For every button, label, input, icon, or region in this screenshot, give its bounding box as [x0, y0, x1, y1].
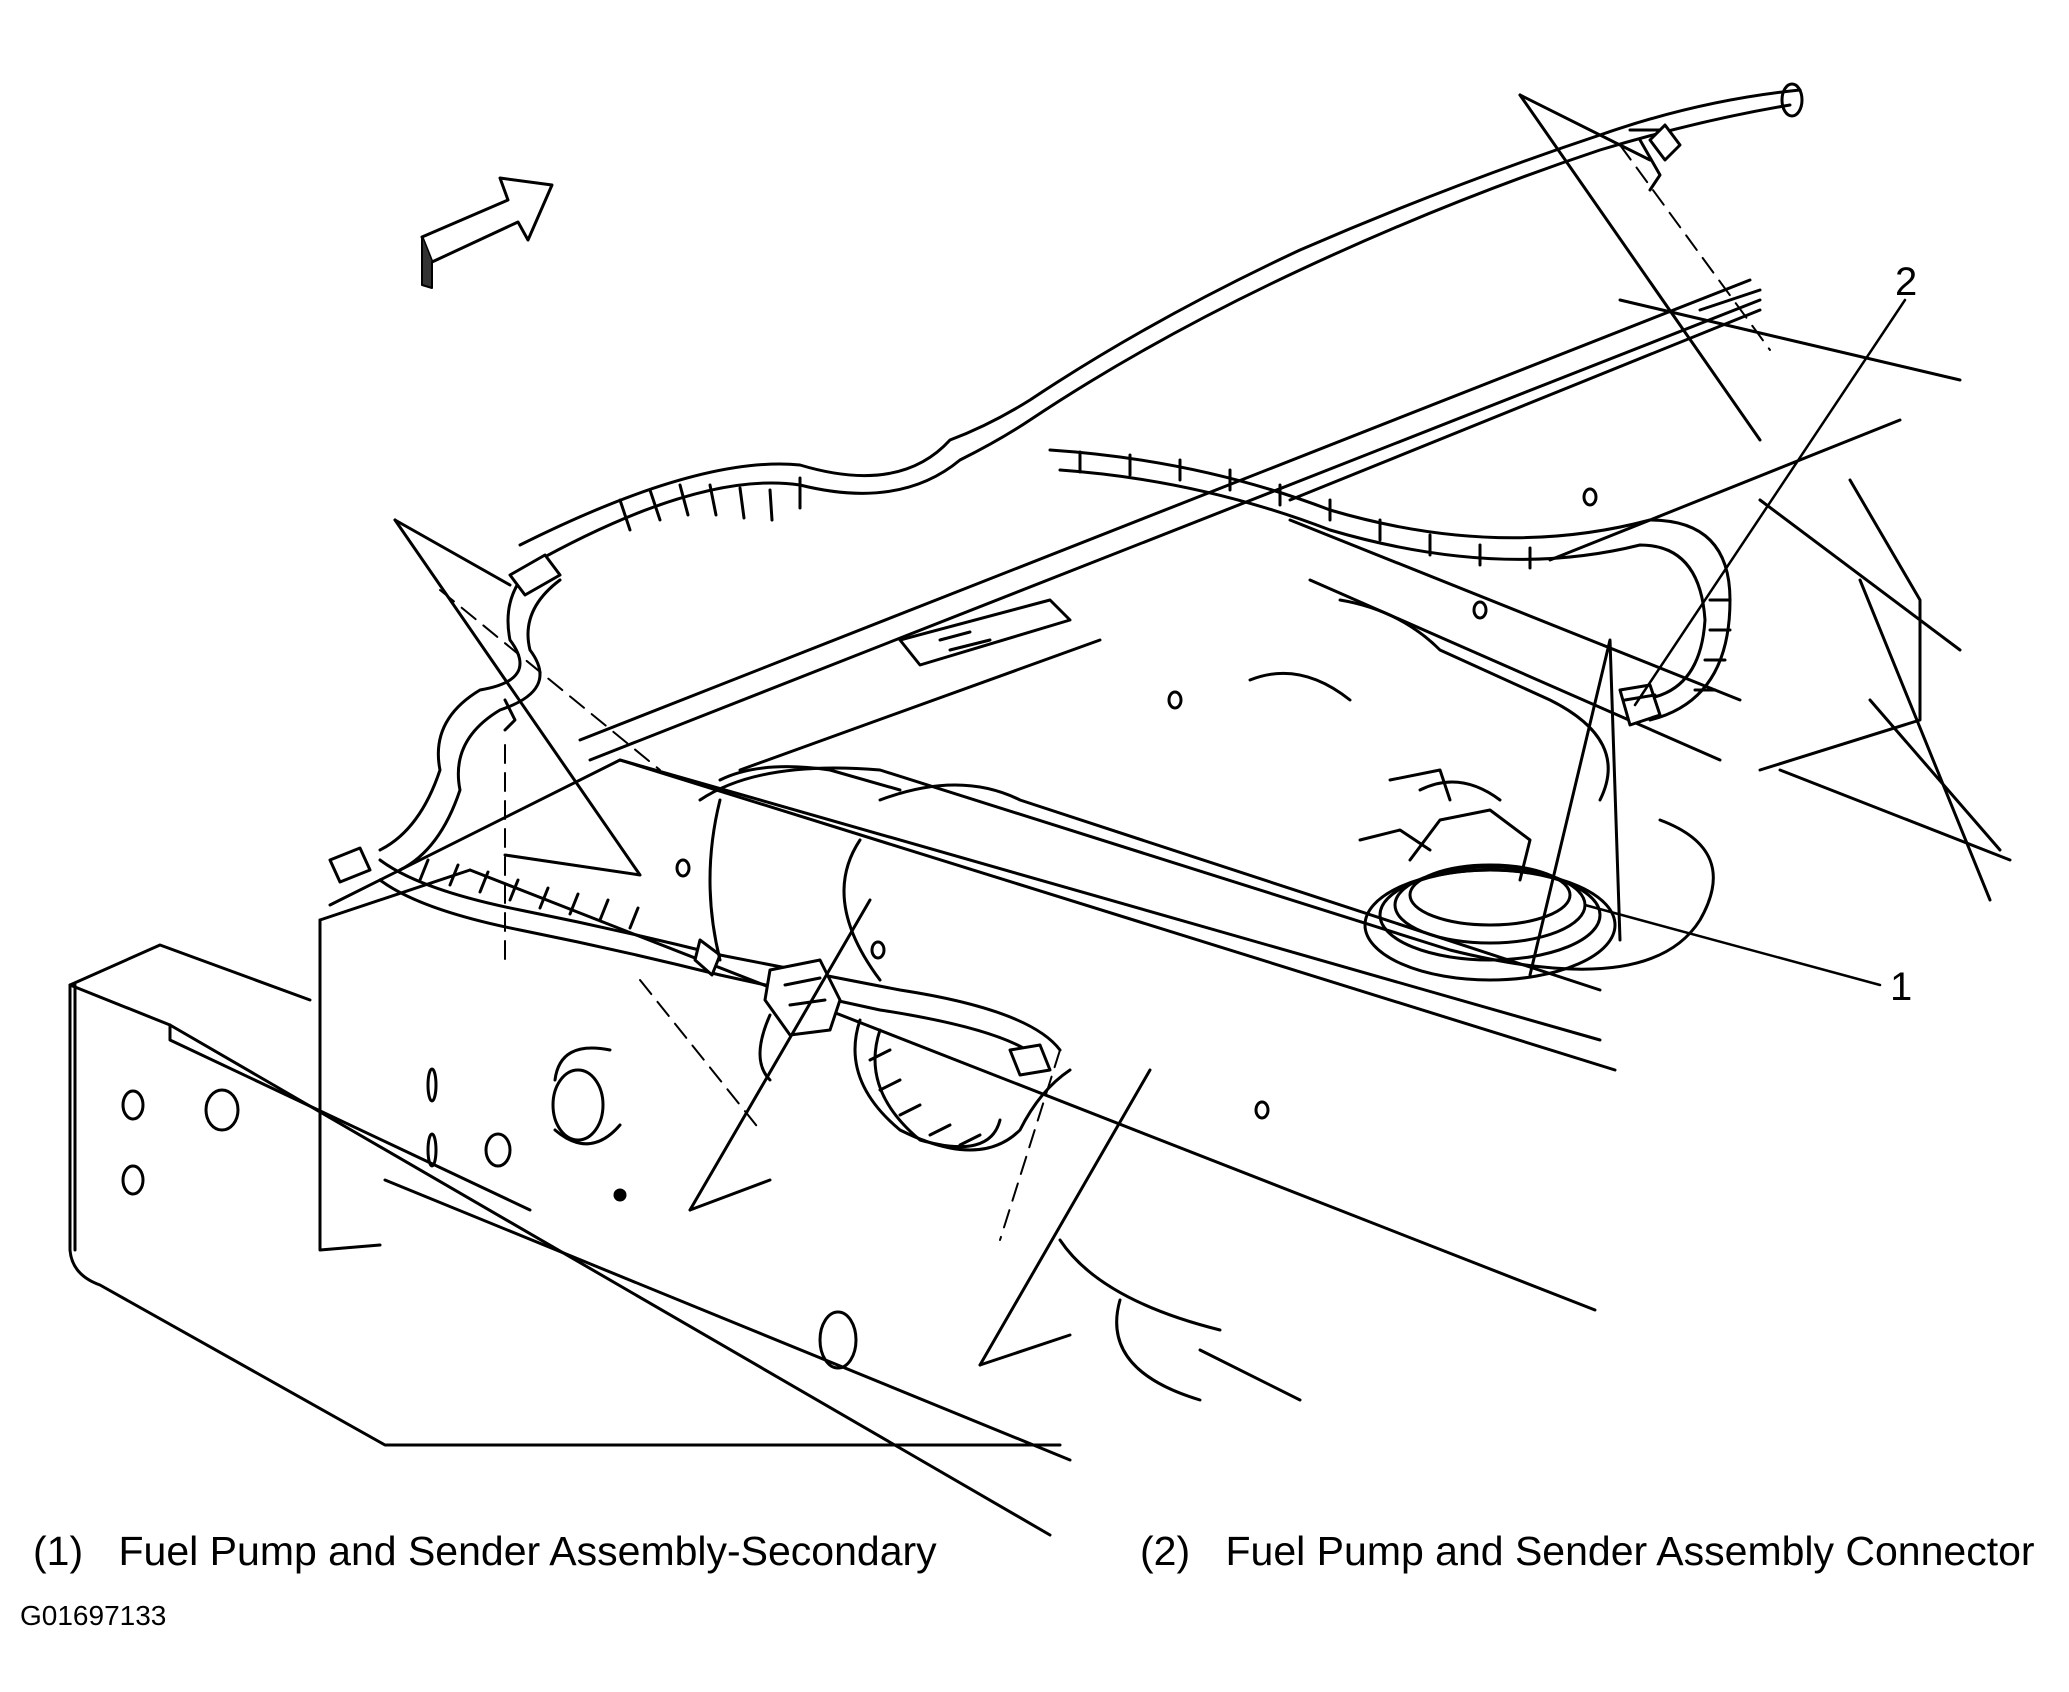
callout-leaders	[1583, 298, 1907, 987]
crossmember-lines	[578, 278, 2012, 902]
callout-1-label: 1	[1890, 965, 1912, 1009]
legend-item-1: (1) Fuel Pump and Sender Assembly-Second…	[33, 1528, 937, 1575]
dashed-center-lines	[439, 144, 1771, 1241]
fuel-pump-sender-assembly	[1358, 768, 1617, 982]
frame-rail	[68, 758, 1617, 1537]
legend-item-2: (2) Fuel Pump and Sender Assembly Connec…	[1140, 1528, 2035, 1575]
id-plate	[898, 598, 1072, 667]
harness-connector	[763, 958, 842, 1037]
fuel-tank	[698, 598, 1715, 1402]
harness-clips	[503, 123, 1682, 1077]
wiring-harness	[328, 448, 1732, 1152]
view-triangles	[393, 93, 1762, 1367]
legend-text: Fuel Pump and Sender Assembly-Secondary	[118, 1528, 937, 1574]
legend-number: (2)	[1140, 1528, 1191, 1574]
front-direction-arrow-icon	[420, 176, 554, 289]
figure-id: G01697133	[20, 1600, 167, 1631]
filler-hose	[551, 765, 902, 1146]
callout-2-label: 2	[1895, 260, 1917, 304]
frame-holes	[121, 487, 1598, 1370]
legend-number: (1)	[33, 1528, 84, 1574]
legend-text: Fuel Pump and Sender Assembly Connector	[1225, 1528, 2035, 1574]
